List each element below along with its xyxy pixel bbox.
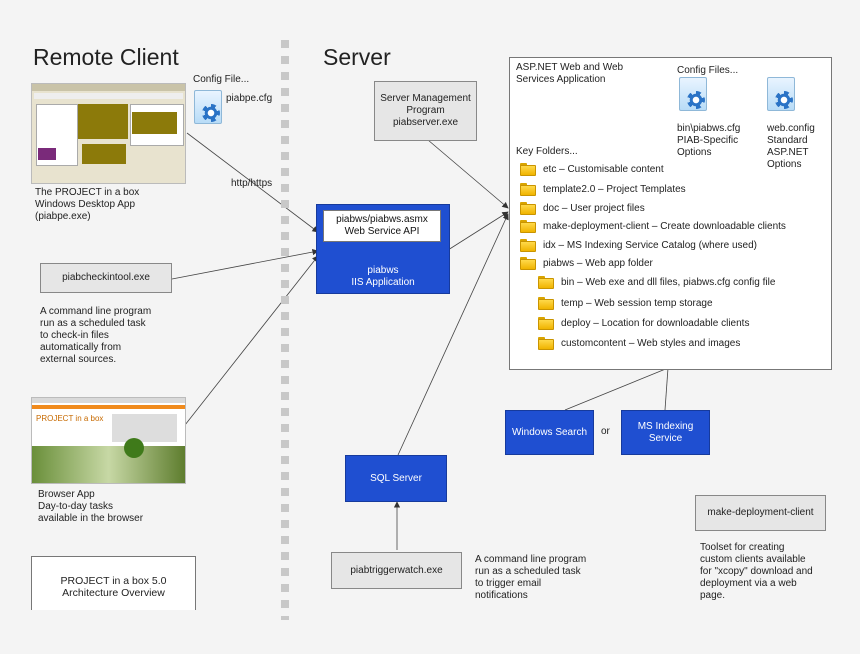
checkintool-label: piabcheckintool.exe [62, 272, 150, 283]
deployment-client-box: make-deployment-client [695, 495, 826, 531]
folder-icon [538, 316, 554, 330]
folder-row: make-deployment-client – Create download… [520, 218, 786, 234]
overview-box: PROJECT in a box 5.0 Architecture Overvi… [31, 556, 196, 610]
folder-icon [520, 182, 536, 196]
aspnet-to-indexing-line [664, 367, 669, 411]
folder-label: etc – Customisable content [543, 163, 664, 175]
browser-to-webservice-line [184, 255, 319, 426]
folder-label: doc – User project files [543, 202, 645, 214]
screenshot-title: PROJECT in a box [36, 414, 104, 423]
subfolder-row: bin – Web exe and dll files, piabws.cfg … [538, 274, 775, 290]
sql-server-box: SQL Server [345, 455, 447, 502]
folder-row: idx – MS Indexing Service Catalog (where… [520, 237, 757, 253]
piabws-cfg-icon [677, 77, 707, 111]
folder-icon [520, 201, 536, 215]
subfolder-row: deploy – Location for downloadable clien… [538, 315, 749, 331]
folder-label: make-deployment-client – Create download… [543, 220, 786, 232]
http-label: http/https [231, 178, 273, 189]
folder-icon [520, 162, 536, 176]
subfolder-row: customcontent – Web styles and images [538, 335, 740, 351]
config-file-name: piabpe.cfg [226, 93, 273, 104]
folder-label: piabws – Web app folder [543, 257, 653, 269]
folder-icon [538, 336, 554, 350]
folder-row: piabws – Web app folder [520, 255, 653, 271]
browser-app-screenshot: PROJECT in a box [31, 397, 186, 484]
overview-subtitle: Architecture Overview [62, 587, 165, 599]
checkintool-box: piabcheckintool.exe [40, 263, 172, 293]
sql-to-aspnet-line [397, 213, 509, 456]
config-file-icon [192, 90, 222, 124]
desktop-to-webservice-line [186, 132, 319, 233]
client-server-divider [281, 40, 289, 620]
aspnet-to-search-line [564, 367, 669, 411]
key-folders-title: Key Folders... [516, 146, 578, 157]
checkin-to-webservice-line [171, 248, 319, 280]
subfolder-label: customcontent – Web styles and images [561, 337, 741, 349]
config-file-title: Config File... [193, 74, 250, 85]
triggerwatch-box: piabtriggerwatch.exe [331, 552, 462, 589]
subfolder-label: deploy – Location for downloadable clien… [561, 317, 750, 329]
overview-title: PROJECT in a box 5.0 [60, 575, 167, 587]
folder-row: doc – User project files [520, 200, 645, 216]
folder-row: template2.0 – Project Templates [520, 181, 686, 197]
folder-row: etc – Customisable content [520, 161, 664, 177]
folder-icon [538, 296, 554, 310]
folder-icon [520, 256, 536, 270]
folder-icon [520, 219, 536, 233]
aspnet-config-title: Config Files... [677, 65, 739, 76]
folder-label: template2.0 – Project Templates [543, 183, 686, 195]
subfolder-label: temp – Web session temp storage [561, 297, 713, 309]
subfolder-row: temp – Web session temp storage [538, 295, 713, 311]
windows-search-box: Windows Search [505, 410, 594, 455]
folder-icon [538, 275, 554, 289]
subfolder-label: bin – Web exe and dll files, piabws.cfg … [561, 276, 776, 288]
webservice-to-aspnet-line [447, 211, 509, 251]
or-label: or [601, 426, 610, 437]
web-config-icon [765, 77, 795, 111]
desktop-app-screenshot [31, 83, 186, 184]
remote-client-heading: Remote Client [33, 44, 179, 70]
folder-icon [520, 238, 536, 252]
server-heading: Server [323, 44, 391, 70]
folder-label: idx – MS Indexing Service Catalog (where… [543, 239, 757, 251]
servermgmt-to-aspnet-line [427, 139, 509, 209]
